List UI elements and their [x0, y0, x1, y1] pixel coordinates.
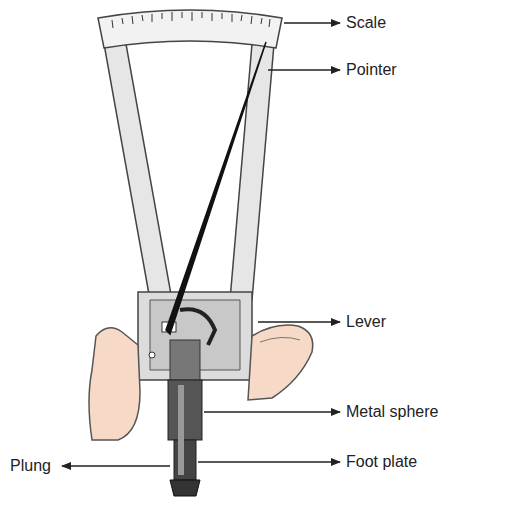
plunger: [174, 440, 196, 480]
part-label: Scale: [346, 13, 386, 32]
left-hand: [89, 328, 140, 440]
right-hand: [248, 325, 313, 400]
scale-band: [98, 10, 282, 48]
part-label: Lever: [346, 312, 386, 331]
pointer-needle: [166, 42, 266, 334]
plunger-head: [170, 340, 200, 380]
foot-plate-shape: [170, 480, 200, 496]
leader-lines: [62, 23, 340, 466]
part-label: Plung: [10, 456, 51, 475]
screw: [149, 352, 155, 358]
stem-highlight: [178, 385, 184, 475]
stem: [168, 380, 202, 440]
part-label: Metal sphere: [346, 402, 439, 421]
housing: [138, 292, 252, 380]
scale-ticks: [112, 12, 270, 28]
left-arm: [104, 44, 172, 300]
part-label: Foot plate: [346, 452, 417, 471]
thumb-line: [260, 337, 300, 342]
part-label: Pointer: [346, 60, 397, 79]
